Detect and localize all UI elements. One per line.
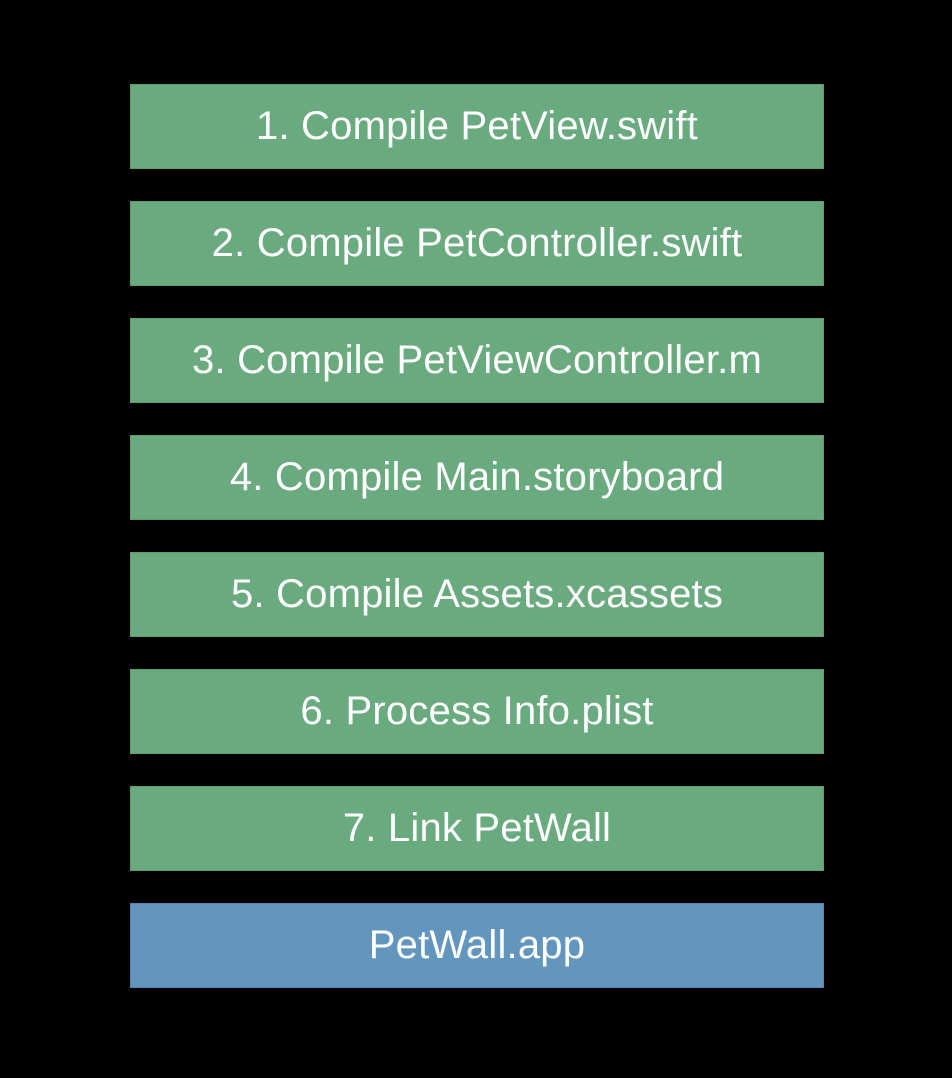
build-step-7-link-petwall: 7. Link PetWall [130,786,824,871]
build-step-5-compile-assets-xcassets: 5. Compile Assets.xcassets [130,552,824,637]
build-output-petwall-app: PetWall.app [130,903,824,988]
build-step-label: 5. Compile Assets.xcassets [230,572,724,616]
build-step-label: 4. Compile Main.storyboard [229,455,725,499]
build-output-label: PetWall.app [368,923,586,967]
build-step-label: 7. Link PetWall [342,806,612,850]
build-step-1-compile-petview-swift: 1. Compile PetView.swift [130,84,824,169]
build-step-label: 3. Compile PetViewController.m [192,338,762,382]
build-step-2-compile-petcontroller-swift: 2. Compile PetController.swift [130,201,824,286]
build-step-label: 6. Process Info.plist [300,689,654,733]
build-step-label: 1. Compile PetView.swift [255,104,699,148]
build-step-label: 2. Compile PetController.swift [211,221,743,265]
build-step-4-compile-main-storyboard: 4. Compile Main.storyboard [130,435,824,520]
build-step-6-process-info-plist: 6. Process Info.plist [130,669,824,754]
build-step-3-compile-petviewcontroller-m: 3. Compile PetViewController.m [130,318,824,403]
build-step-stack: 1. Compile PetView.swift 2. Compile PetC… [130,84,824,988]
